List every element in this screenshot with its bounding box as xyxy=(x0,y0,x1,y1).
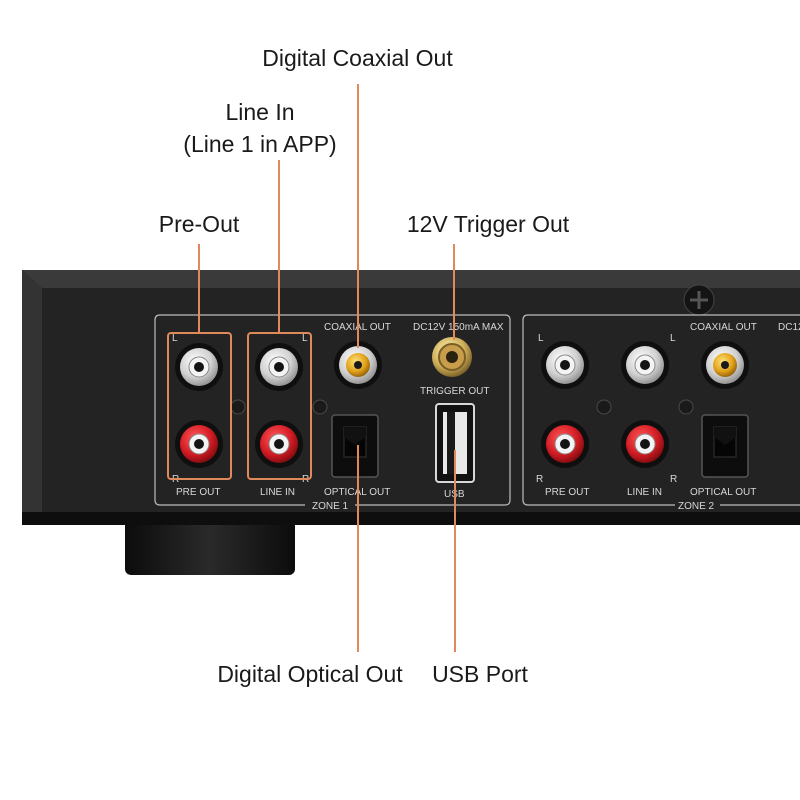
zone2-jack-coaxial xyxy=(701,341,749,389)
zone1-outline xyxy=(154,314,511,506)
panel-label-line-in: LINE IN xyxy=(260,487,295,498)
panel-label-dc12v: DC12V 150mA MAX xyxy=(413,322,504,333)
panel-label-zone1: ZONE 1 xyxy=(312,501,349,512)
panel-label-l: L xyxy=(172,333,178,344)
trigger-out-connector xyxy=(432,337,472,377)
chassis-bevel xyxy=(22,270,800,288)
panel-label-dc12-z2: DC12 xyxy=(778,322,800,333)
panel-label-r: R xyxy=(670,474,677,485)
panel-screw xyxy=(230,399,246,415)
panel-label-pre-out: PRE OUT xyxy=(176,487,220,498)
callout-digital-optical-out: Digital Optical Out xyxy=(217,661,403,687)
panel-label-trigger-out: TRIGGER OUT xyxy=(420,386,489,397)
panel-label-l: L xyxy=(538,333,544,344)
panel-label-r: R xyxy=(536,474,543,485)
zone2-jack-r1 xyxy=(541,420,589,468)
panel-screw xyxy=(596,399,612,415)
panel-label-zone2: ZONE 2 xyxy=(678,501,715,512)
panel-label-optical-out-z2: OPTICAL OUT xyxy=(690,487,756,498)
zone2-optical-port xyxy=(701,414,749,478)
callout-pre-out: Pre-Out xyxy=(158,211,240,237)
optical-out-port xyxy=(331,414,379,478)
panel-label-coaxial-out-z2: COAXIAL OUT xyxy=(690,322,757,333)
jack-linein-r xyxy=(255,420,303,468)
callout-digital-coaxial-out: Digital Coaxial Out xyxy=(262,45,453,71)
panel-label-l: L xyxy=(302,333,308,344)
panel-label-pre-out-z2: PRE OUT xyxy=(545,487,589,498)
jack-linein-l xyxy=(255,343,303,391)
device-foot xyxy=(125,520,295,575)
zone2-jack-l2 xyxy=(621,341,669,389)
callout-line-in-app: (Line 1 in APP) xyxy=(183,131,337,157)
zone2-outline xyxy=(522,314,800,506)
jack-coaxial-out xyxy=(334,341,382,389)
panel-label-line-in-z2: LINE IN xyxy=(627,487,662,498)
zone2-jack-l1 xyxy=(541,341,589,389)
usb-port xyxy=(435,403,475,483)
screw xyxy=(683,284,715,316)
jack-preout-r xyxy=(175,420,223,468)
panel-screw xyxy=(678,399,694,415)
zone2-jack-r2 xyxy=(621,420,669,468)
callout-line-in: Line In xyxy=(225,99,295,125)
panel-label-l: L xyxy=(670,333,676,344)
panel-screw xyxy=(312,399,328,415)
jack-preout-l xyxy=(175,343,223,391)
callout-usb-port: USB Port xyxy=(432,661,528,687)
callout-12v-trigger-out: 12V Trigger Out xyxy=(406,211,570,237)
